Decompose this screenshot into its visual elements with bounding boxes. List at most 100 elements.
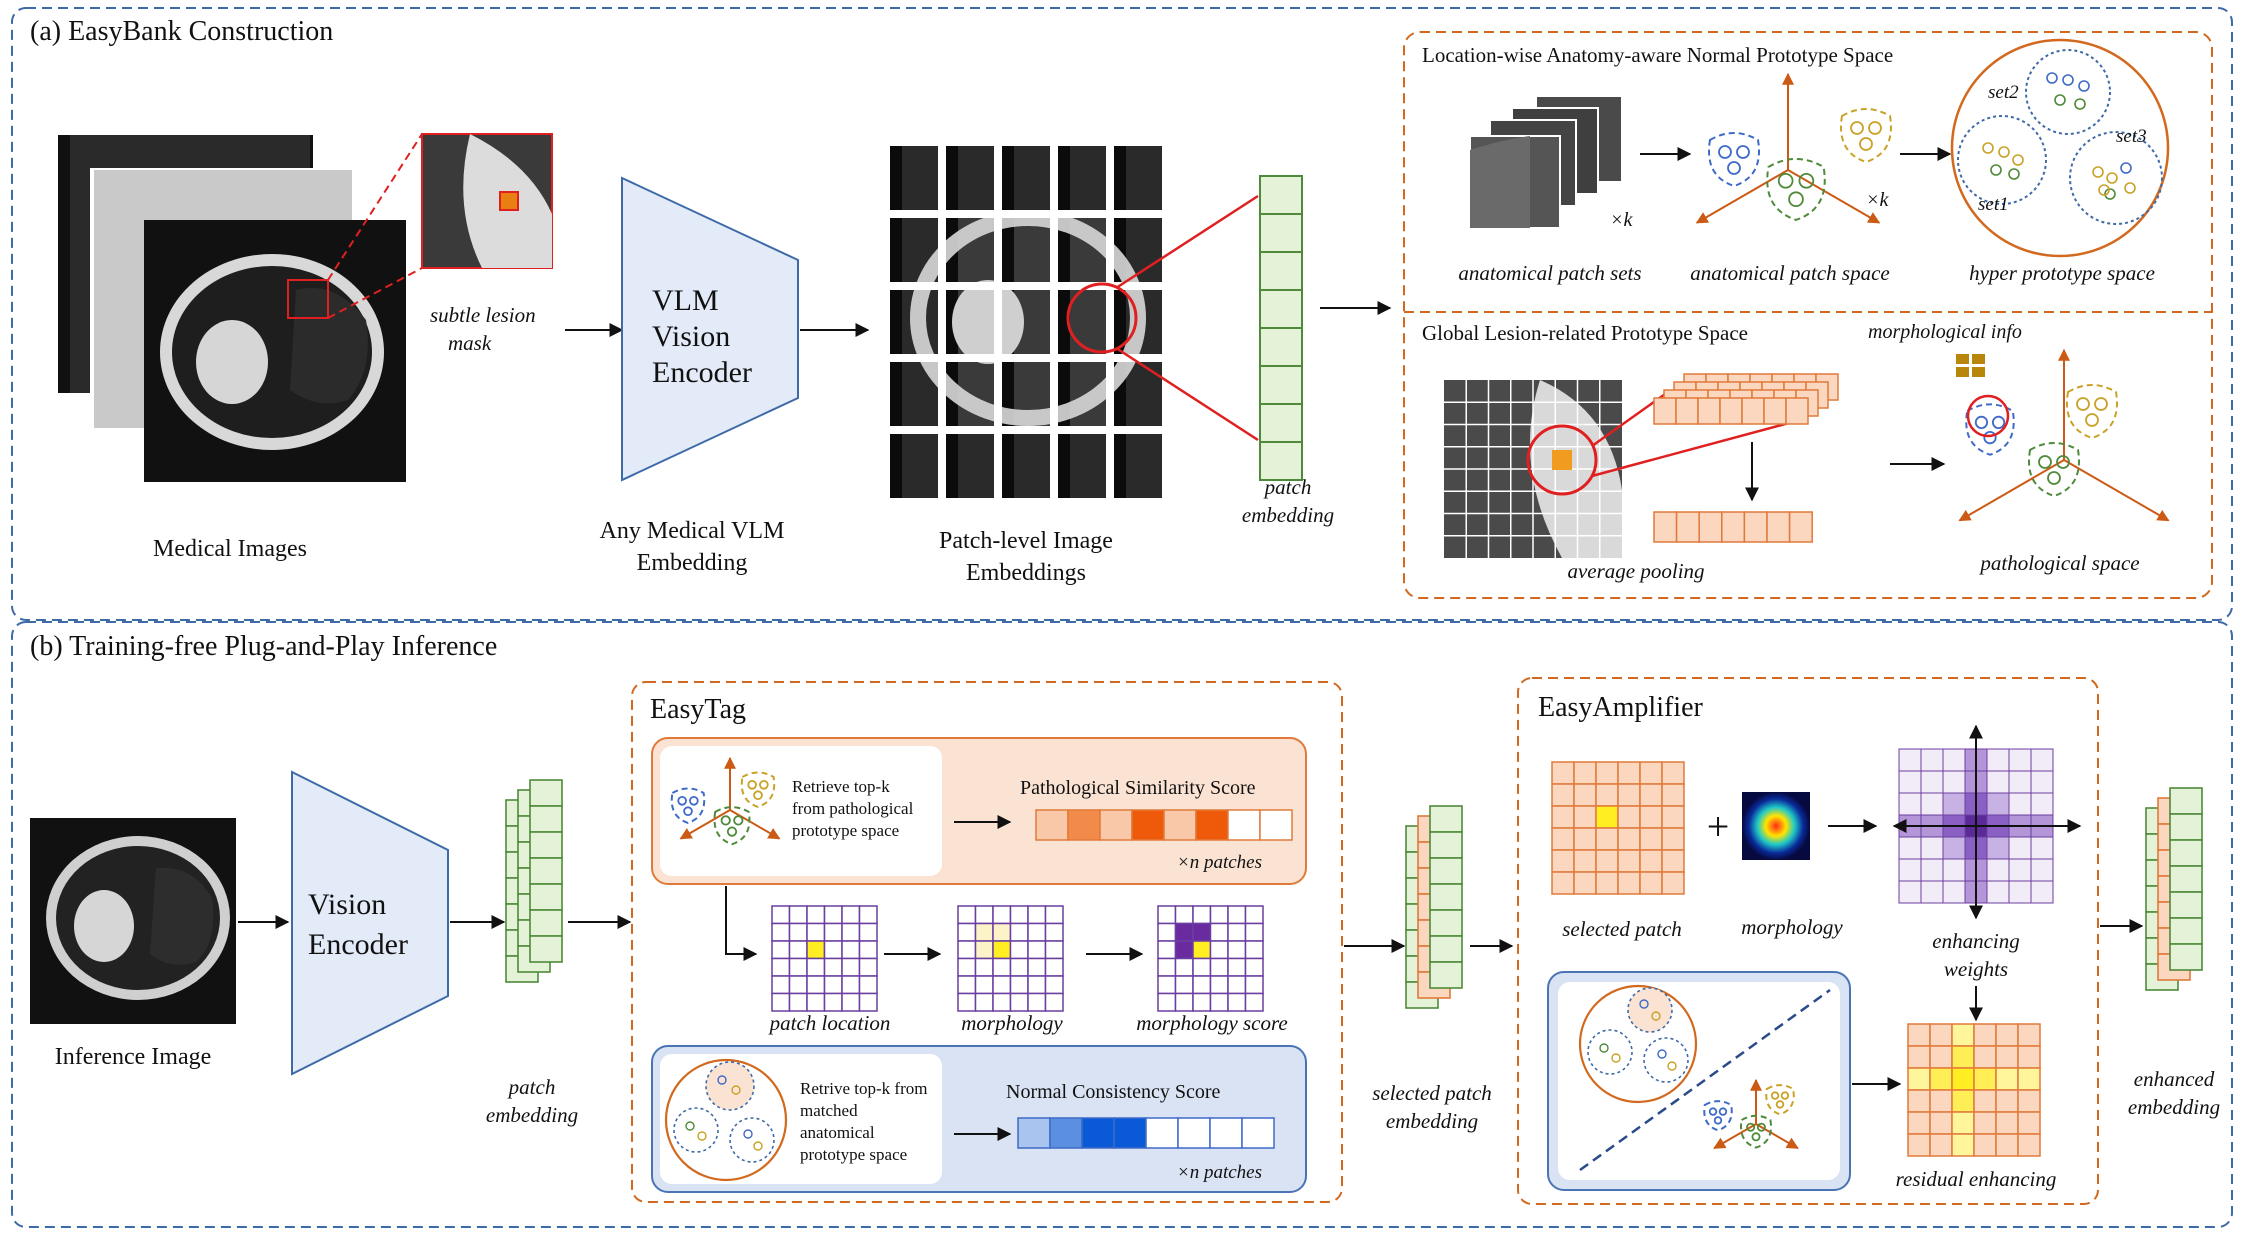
patch-level-line-1: Patch-level Image bbox=[939, 528, 1113, 554]
easytag-panel bbox=[631, 681, 1343, 1203]
score-cell bbox=[1145, 1117, 1179, 1149]
xk-1: ×k bbox=[1610, 209, 1633, 231]
normal-space-title: Location-wise Anatomy-aware Normal Proto… bbox=[1422, 43, 1893, 67]
retrieve-norm-line-1: Retrive top-k from bbox=[800, 1079, 927, 1098]
embedding-cell bbox=[1259, 441, 1303, 481]
pooled-cell bbox=[1766, 511, 1791, 543]
patch-embedding-column-a bbox=[1259, 175, 1303, 481]
any-vlm-line-1: Any Medical VLM bbox=[600, 518, 785, 544]
embedding-cell bbox=[1259, 251, 1303, 291]
residual-label: residual enhancing bbox=[1896, 1167, 2057, 1191]
vision-encoder-line-1: Vision bbox=[308, 888, 386, 921]
hyper-space-label: hyper prototype space bbox=[1969, 261, 2155, 285]
enhanced-embedding-stack bbox=[2145, 787, 2203, 991]
easytag-title: EasyTag bbox=[650, 694, 746, 725]
patch-level-line-2: Embeddings bbox=[966, 560, 1086, 586]
pooled-cell bbox=[1743, 511, 1768, 543]
xn-patches-2: ×n patches bbox=[1177, 1162, 1262, 1183]
retrieve-path-line-2: from pathological bbox=[792, 799, 914, 818]
prototype-cluster bbox=[1765, 1084, 1795, 1116]
score-cell bbox=[1099, 809, 1133, 841]
residual-enhancing-grid bbox=[1907, 1023, 2041, 1157]
enhanced-line-2: embedding bbox=[2128, 1095, 2220, 1119]
embedding-cell bbox=[1259, 403, 1303, 443]
retrieve-path-line-3: prototype space bbox=[792, 821, 899, 840]
pathological-score-bar bbox=[1035, 809, 1293, 841]
prototype-cluster bbox=[713, 806, 751, 846]
any-vlm-line-2: Embedding bbox=[637, 550, 748, 576]
score-cell bbox=[1177, 1117, 1211, 1149]
pathological-space-label: pathological space bbox=[1978, 551, 2139, 575]
path-score-title: Pathological Similarity Score bbox=[1020, 777, 1256, 799]
easyamplifier-panel bbox=[1517, 677, 2099, 1205]
lesion-embedding-stack bbox=[1653, 373, 1839, 425]
inference-image bbox=[30, 818, 236, 1024]
easyamplifier-title: EasyAmplifier bbox=[1538, 692, 1704, 723]
score-cell bbox=[1049, 1117, 1083, 1149]
score-cell bbox=[1163, 809, 1197, 841]
score-cell bbox=[1113, 1117, 1147, 1149]
retrieve-norm-line-2: matched bbox=[800, 1101, 858, 1120]
patch-embedding-a-line-1: patch bbox=[1263, 475, 1312, 499]
retrieve-norm-line-3: anatomical bbox=[800, 1123, 875, 1142]
mask-label: mask bbox=[448, 331, 492, 355]
morphology-heatmap bbox=[1742, 792, 1810, 860]
morphology-score-label: morphology score bbox=[1136, 1011, 1287, 1035]
vlm-encoder-line-3: Encoder bbox=[652, 356, 752, 389]
patch-embedding-a-line-2: embedding bbox=[1242, 503, 1334, 527]
average-pooling-label: average pooling bbox=[1567, 559, 1704, 583]
set1-label: set1 bbox=[1978, 194, 2009, 215]
vision-encoder-line-2: Encoder bbox=[308, 928, 408, 961]
enhanced-line-1: enhanced bbox=[2134, 1067, 2215, 1091]
patch-highlight-circle bbox=[1066, 282, 1138, 354]
pathological-space bbox=[1958, 348, 2170, 522]
prototype-cluster bbox=[2028, 442, 2080, 498]
patch-embedding-b-line-1: patch bbox=[507, 1075, 556, 1099]
morphology-score-grid bbox=[1157, 905, 1264, 1012]
embedding-cell bbox=[1259, 213, 1303, 253]
lesion-patch bbox=[1552, 450, 1572, 470]
selected-prototype-circle bbox=[1966, 394, 2010, 438]
score-cell bbox=[1035, 809, 1069, 841]
plus-sign: + bbox=[1707, 804, 1730, 849]
vlm-encoder-line-2: Vision bbox=[652, 320, 730, 353]
patch-embedding-stack-b bbox=[505, 779, 563, 983]
pooled-cell bbox=[1788, 511, 1813, 543]
residual-space-icon bbox=[1578, 984, 1831, 1172]
patch-level-grid bbox=[884, 140, 1184, 510]
patch-embedding-b-line-2: embedding bbox=[486, 1103, 578, 1127]
enhancing-weights-grid bbox=[1892, 724, 2082, 920]
lesion-zoom-box bbox=[287, 279, 329, 319]
anatomical-space-label: anatomical patch space bbox=[1690, 261, 1889, 285]
set2-label: set2 bbox=[1988, 82, 2019, 103]
lesion-space-title: Global Lesion-related Prototype Space bbox=[1422, 321, 1748, 345]
prototype-cluster bbox=[1708, 132, 1760, 188]
tag-normal-icon bbox=[664, 1058, 788, 1182]
panel-a-border bbox=[11, 7, 2233, 621]
prototype-cluster bbox=[2066, 384, 2118, 440]
score-cell bbox=[1081, 1117, 1115, 1149]
pooled-cell bbox=[1721, 511, 1746, 543]
tag-pathological-icon bbox=[670, 756, 781, 846]
anatomical-patch-space bbox=[1695, 72, 1892, 224]
prototype-space-panel bbox=[1403, 31, 2213, 599]
embedding-cell bbox=[1259, 289, 1303, 329]
anatomical-patch-sets bbox=[1469, 95, 1623, 229]
pooled-cell bbox=[1675, 511, 1700, 543]
score-cell bbox=[1227, 809, 1261, 841]
morphology-label: morphology bbox=[961, 1011, 1063, 1035]
retrieve-norm-line-4: prototype space bbox=[800, 1145, 907, 1164]
normal-score-bar bbox=[1017, 1117, 1275, 1149]
prototype-cluster bbox=[1766, 157, 1826, 221]
pooled-cell bbox=[1653, 511, 1678, 543]
hyper-prototype-circle bbox=[1950, 38, 2170, 258]
enhancing-line-2: weights bbox=[1944, 957, 2008, 981]
medical-images-stack bbox=[58, 135, 406, 482]
lesion-mask-marker bbox=[499, 191, 519, 211]
morph-info-label: morphological info bbox=[1868, 321, 2022, 343]
lesion-ct-grid bbox=[1444, 380, 1622, 558]
morphology-grid bbox=[957, 905, 1064, 1012]
selected-embedding-line-1: selected patch bbox=[1372, 1081, 1492, 1105]
morphology-amp-label: morphology bbox=[1741, 915, 1843, 939]
